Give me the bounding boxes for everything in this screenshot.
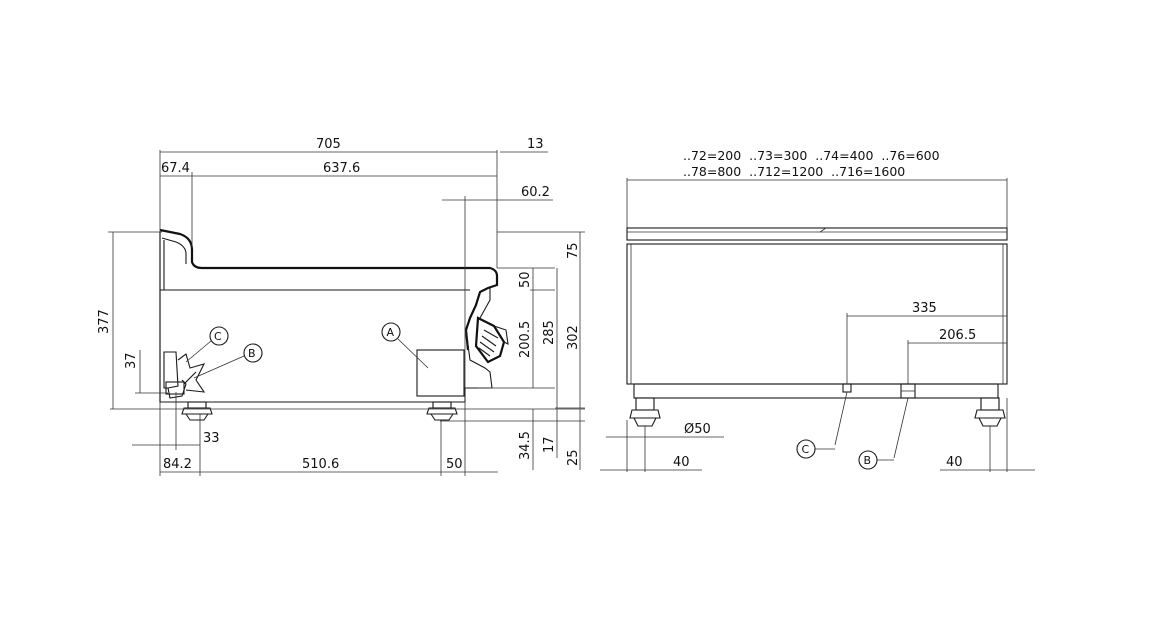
dim-200-5: 200.5 — [518, 321, 533, 358]
dim-377: 377 — [97, 309, 112, 334]
left-fittings — [163, 351, 206, 399]
control-knob — [474, 316, 509, 364]
dim-285: 285 — [542, 320, 557, 345]
dim-67-4: 67.4 — [161, 161, 190, 176]
side-top-inner — [161, 237, 187, 264]
dim-75: 75 — [566, 242, 581, 259]
dim-206-5: 206.5 — [939, 328, 976, 343]
dim-25: 25 — [566, 449, 581, 466]
side-foot-left — [181, 401, 213, 421]
front-base — [633, 383, 999, 399]
label-a: A — [387, 326, 395, 339]
dim-13: 13 — [527, 137, 544, 152]
dim-637-6: 637.6 — [323, 161, 360, 176]
dim-302: 302 — [566, 325, 581, 350]
side-top-profile — [159, 228, 499, 351]
width-table-row1: ..72=200 ..73=300 ..74=400 ..76=600 — [683, 148, 940, 163]
label-b: B — [248, 347, 256, 360]
dim-40-right: 40 — [946, 455, 963, 470]
front-body — [626, 243, 1008, 385]
side-view: A C B — [97, 137, 585, 476]
label-c: C — [214, 330, 222, 343]
dim-37: 37 — [124, 352, 139, 369]
dim-60-2: 60.2 — [521, 185, 550, 200]
dim-84-2: 84.2 — [163, 457, 192, 472]
dim-335: 335 — [912, 301, 937, 316]
dim-705: 705 — [316, 137, 341, 152]
dim-510-6: 510.6 — [302, 457, 339, 472]
front-worktop — [626, 227, 1008, 241]
dim-40-left: 40 — [673, 455, 690, 470]
front-view: ..72=200 ..73=300 ..74=400 ..76=600 ..78… — [600, 148, 1035, 472]
side-foot-right — [426, 401, 458, 421]
dim-50-v: 50 — [518, 271, 533, 288]
side-body-outline — [159, 232, 470, 403]
front-foot-right — [974, 397, 1006, 427]
dim-17: 17 — [542, 436, 557, 453]
dim-50-h: 50 — [446, 457, 463, 472]
dim-diameter-50: Ø50 — [684, 422, 711, 437]
component-a-box — [416, 349, 465, 397]
front-label-c: C — [802, 443, 810, 456]
dim-34-5: 34.5 — [518, 431, 533, 460]
width-table-row2: ..78=800 ..712=1200 ..716=1600 — [683, 164, 905, 179]
dim-33: 33 — [203, 431, 220, 446]
front-label-b: B — [864, 454, 872, 467]
front-foot-left — [629, 397, 661, 427]
